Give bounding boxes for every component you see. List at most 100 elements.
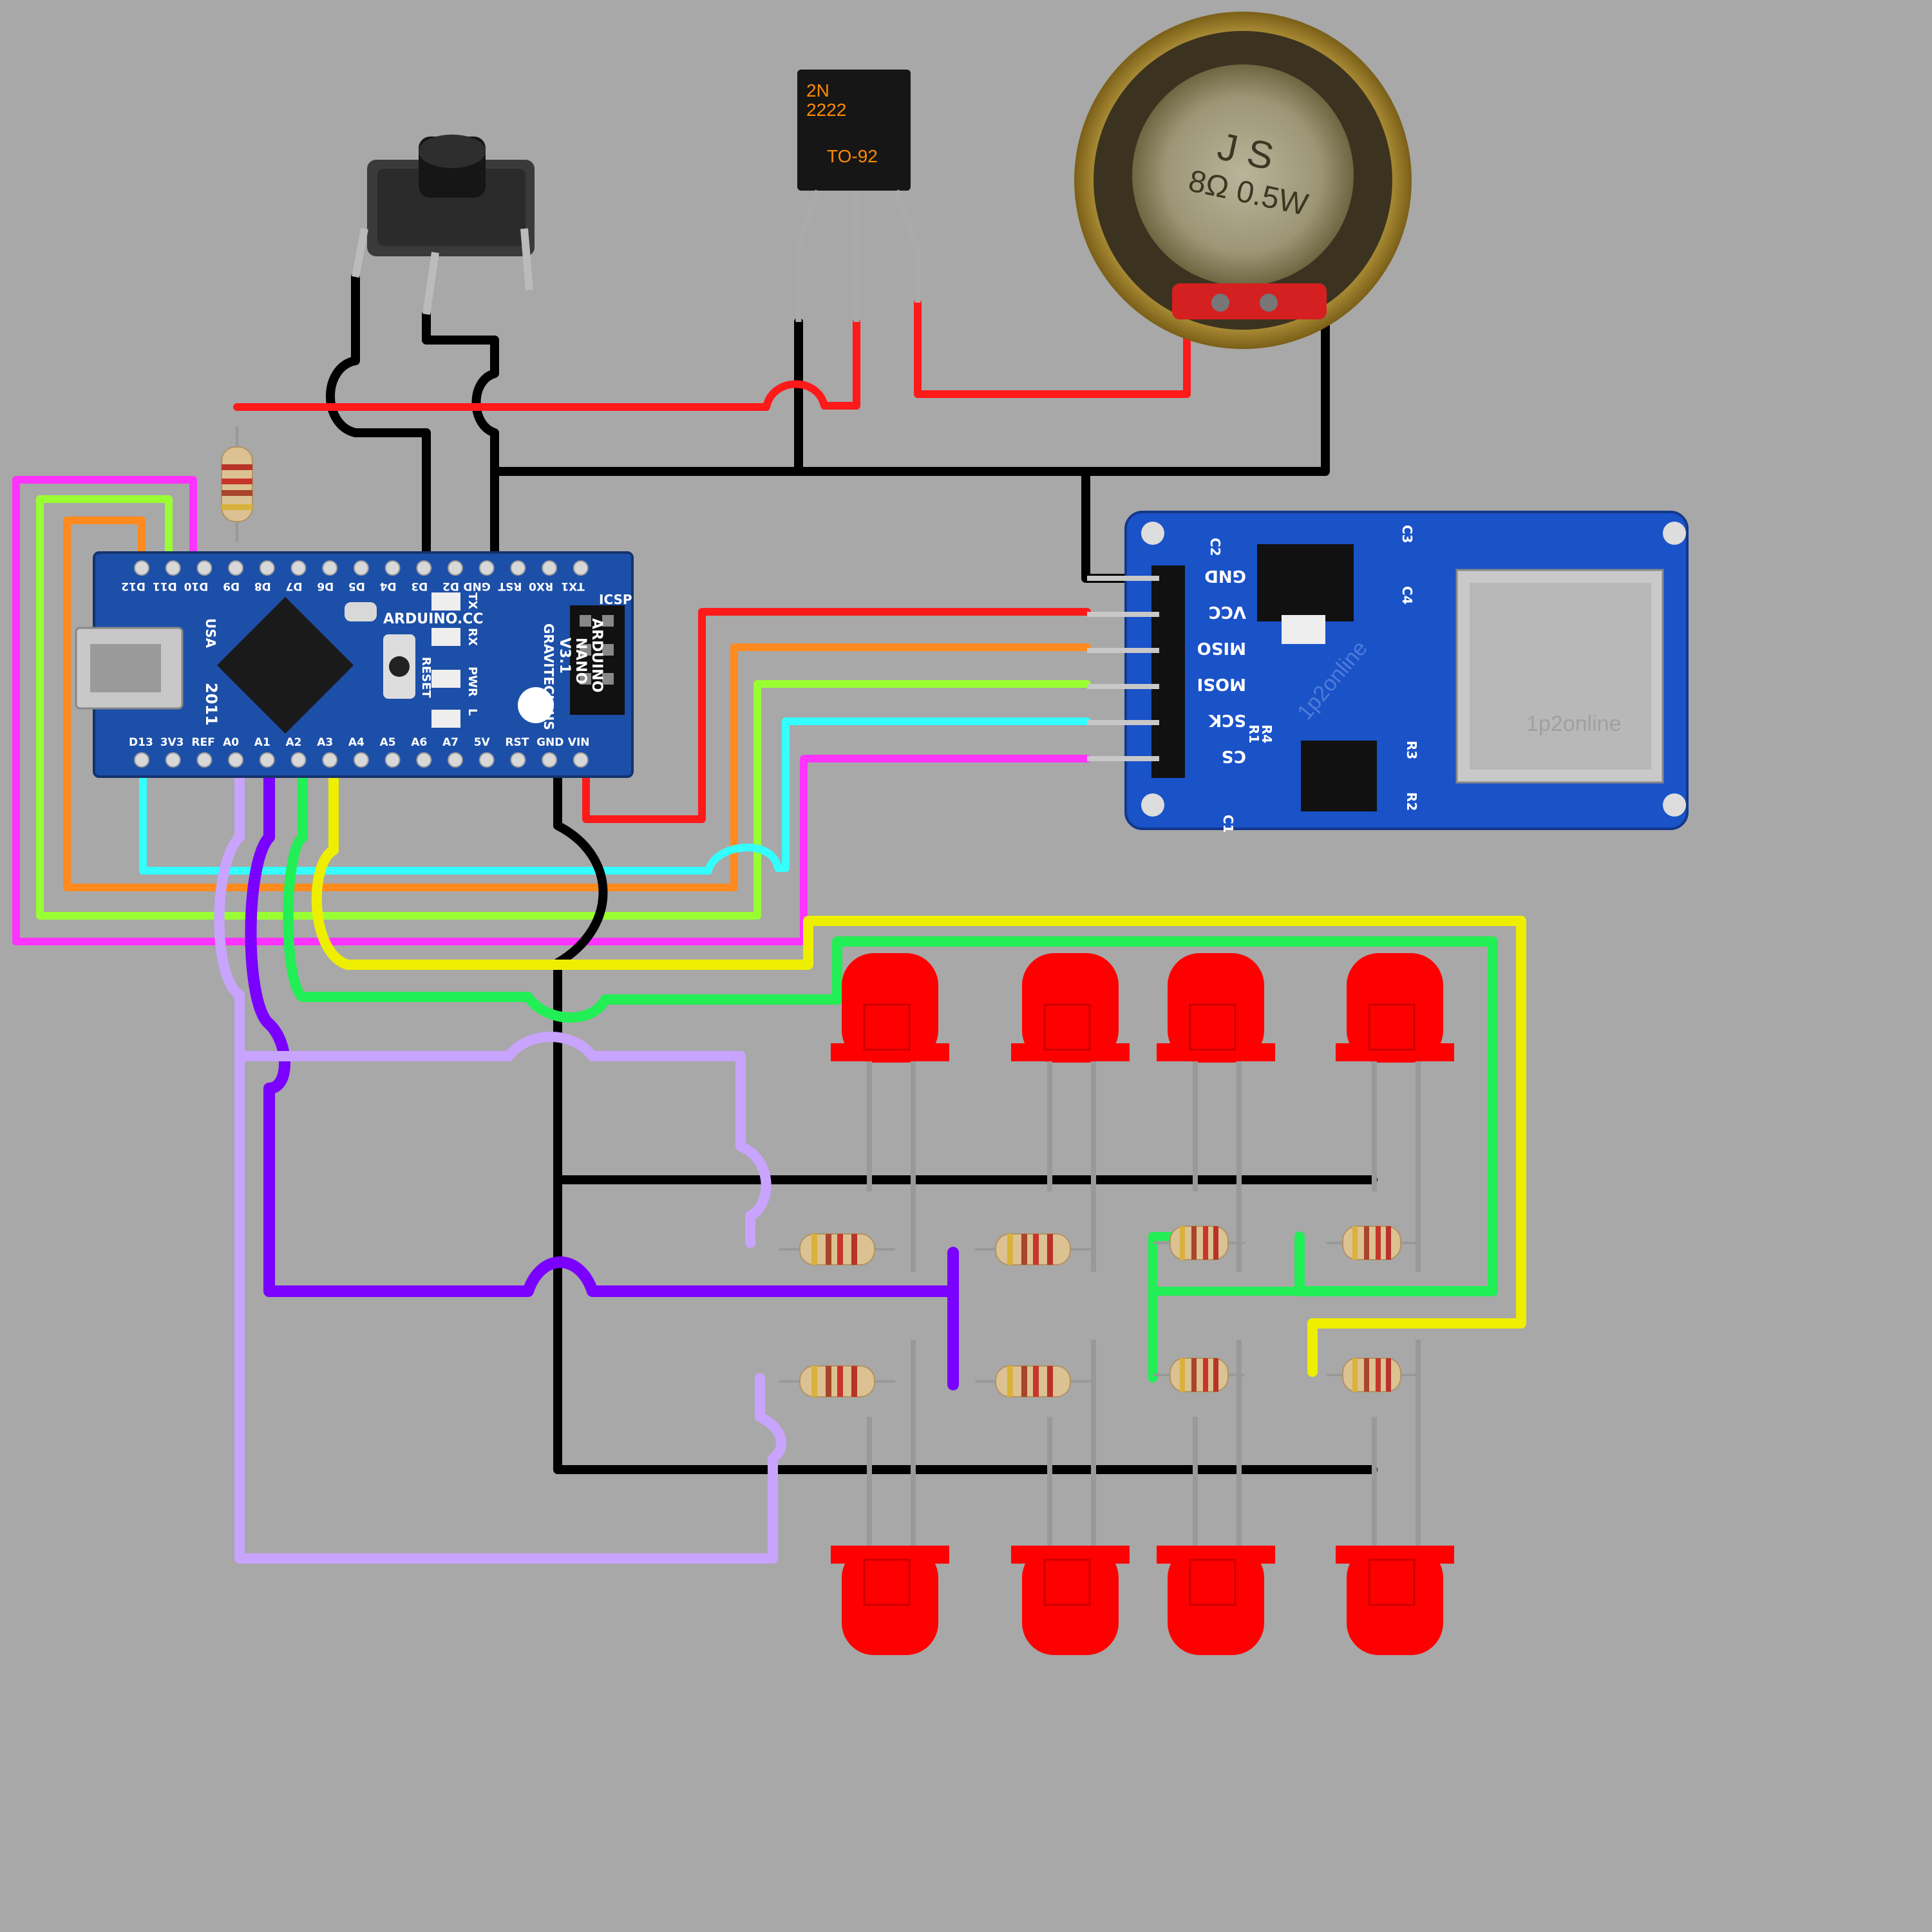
top-pin — [134, 560, 149, 576]
bottom-pin — [165, 752, 181, 768]
wire-magenta-cs — [12, 476, 1091, 945]
led-rim — [1157, 1043, 1275, 1061]
resistor-icon — [778, 1233, 896, 1266]
board-reset-label: RESET — [419, 657, 433, 698]
led-die — [863, 1558, 911, 1606]
wire-cyan-sck — [139, 717, 1091, 875]
top-pin — [416, 560, 432, 576]
resistor-icon — [1153, 1357, 1245, 1393]
bottom-pin — [290, 752, 307, 768]
bottom-pin-label: RST — [505, 736, 529, 749]
bottom-pin — [384, 752, 401, 768]
sd-label-r4: R4 — [1259, 724, 1274, 743]
top-pin-label: D7 — [286, 580, 303, 592]
transistor-part-line1: 2N — [806, 80, 829, 100]
top-pin-label: D5 — [348, 580, 365, 592]
bottom-pin — [259, 752, 275, 768]
top-pin-label: RST — [498, 580, 522, 592]
top-pin — [290, 560, 307, 576]
led-rim — [1011, 1546, 1130, 1564]
resistor-icon — [1153, 1225, 1245, 1261]
top-pin — [322, 560, 338, 576]
wire-lavender-a0 — [214, 755, 787, 1564]
bottom-pin-label: A5 — [380, 736, 396, 749]
top-pin — [510, 560, 526, 576]
top-pin-label: D11 — [153, 580, 177, 592]
top-pin-label: D9 — [223, 580, 240, 592]
bottom-pin — [542, 752, 558, 768]
top-pin-label: D12 — [121, 580, 146, 592]
board-title-line1: ARDUINO — [589, 618, 605, 692]
led-resistors — [778, 1225, 1418, 1398]
bottom-pin — [228, 752, 244, 768]
top-pin-label: RX0 — [529, 580, 553, 592]
wire-red-vcc — [582, 608, 1091, 823]
wire-black-gnd-leds — [553, 755, 1378, 1184]
led-body — [1168, 953, 1264, 1063]
wire-lime-mosi — [36, 495, 1091, 920]
led-rim — [1157, 1546, 1275, 1564]
led-die — [1368, 1003, 1416, 1051]
bottom-pin-label: A1 — [254, 736, 270, 749]
wire-black-button-right — [422, 310, 499, 476]
sd-label-c1: C1 — [1220, 815, 1236, 833]
led-die — [863, 1003, 911, 1051]
sd-pin-label: GND — [1204, 566, 1246, 585]
wire-red-speaker — [914, 299, 1191, 398]
board-led-l: L — [466, 708, 479, 715]
sd-pin-label: VCC — [1209, 602, 1246, 621]
top-pin — [573, 560, 589, 576]
led-body — [1022, 1546, 1119, 1655]
bottom-pin — [448, 752, 463, 768]
bottom-pin — [353, 752, 369, 768]
bottom-pin — [510, 752, 526, 768]
bottom-pin-label: GND — [536, 736, 564, 749]
top-pin-label: D10 — [184, 580, 208, 592]
bottom-pin-label: A2 — [286, 736, 302, 749]
bottom-pin-label: A7 — [442, 736, 459, 749]
bottom-pin-label: A3 — [317, 736, 333, 749]
transistor-icon: 2N 2222 TO-92 — [795, 70, 921, 322]
top-pin — [448, 560, 463, 576]
red-led-icon — [1336, 1340, 1454, 1655]
top-pin — [384, 560, 401, 576]
led-die — [1043, 1558, 1091, 1606]
board-website: ARDUINO.CC — [383, 611, 484, 627]
top-pin-label: D2 — [442, 580, 459, 592]
top-pin-label: D3 — [411, 580, 428, 592]
resistor-icon — [1325, 1225, 1418, 1261]
wire-green-a2 — [283, 755, 1498, 1296]
bottom-pin — [196, 752, 213, 768]
red-led-icon — [1157, 953, 1275, 1272]
led-rim — [831, 1546, 949, 1564]
top-pin — [228, 560, 244, 576]
sd-pin-label: SCK — [1208, 710, 1246, 730]
led-body — [842, 953, 938, 1063]
bottom-pin-label: A6 — [411, 736, 427, 749]
bottom-pin-label: A4 — [348, 736, 365, 749]
sd-label-r1: R1 — [1246, 724, 1262, 743]
bottom-pin — [322, 752, 338, 768]
arduino-nano-board: ARDUINO NANO V3.1 GRAVITECH.US ARDUINO.C… — [75, 551, 634, 778]
red-led-icon — [1011, 1340, 1130, 1655]
sd-label-c3: C3 — [1399, 525, 1415, 544]
wires — [12, 272, 1526, 1564]
top-pin — [165, 560, 181, 576]
top-pin — [353, 560, 369, 576]
resistor-icon — [1325, 1357, 1418, 1393]
top-pin-label: D6 — [317, 580, 334, 592]
board-maker: GRAVITECH.US — [541, 623, 556, 730]
red-led-icon — [1157, 1340, 1275, 1655]
led-body — [1168, 1546, 1264, 1655]
top-pin — [478, 560, 495, 576]
wire-black-button-left — [326, 272, 431, 564]
board-icsp-label: ICSP — [599, 592, 632, 607]
transistor-part-line2: 2222 — [806, 100, 846, 120]
sd-watermark-socket: 1p2online — [1526, 712, 1621, 736]
led-die — [1189, 1558, 1236, 1606]
red-led-icon — [831, 1340, 949, 1655]
